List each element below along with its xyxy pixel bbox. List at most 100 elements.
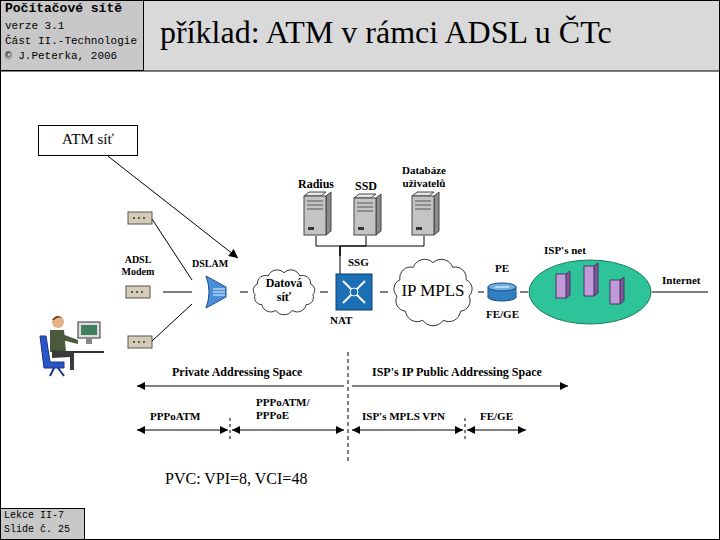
user-at-pc [62,334,78,344]
router-icon [336,256,372,310]
node-label: ATM síť [62,131,114,148]
address-space-arrows [137,386,344,387]
course-header-box [1,1,144,71]
network-link [108,156,238,258]
node-label: PE [495,262,509,275]
address-space-arrows [467,430,526,431]
node-label: Slide č. 25 [4,524,70,536]
modem-icon [128,336,152,348]
network-link [240,292,248,293]
modem-icon [138,341,140,343]
address-space-arrows [465,418,466,442]
address-space-arrows [137,352,568,462]
protocol-label: FE/GE [480,410,513,423]
server-icon: Radius [292,178,340,236]
address-space-arrows [348,352,349,462]
user-at-pc [50,368,54,376]
callout-box: ATM síť [38,125,138,156]
address-space-label: Private Addressing Space [172,366,302,380]
network-link [380,292,388,293]
node-label: SSD [355,180,377,194]
node-label: Počítačové sítě [5,2,122,17]
user-at-pc [78,322,100,338]
modem-icon: ADSL Modem [113,254,163,304]
network-link [478,292,484,293]
network-label: Internet [662,274,701,287]
node-label: ISP's net [544,244,586,257]
slide-number-box [1,509,85,540]
node-label: verze 3.1 [5,20,64,33]
node-label: Část II.-Technologie [5,35,137,48]
address-space-arrows [230,418,231,442]
modem-icon [126,286,150,298]
note-text: PVC: VPI=8, VCI=48 [165,470,307,488]
server-icon [354,194,381,235]
node-label: ADSL Modem [117,254,159,277]
node-label: NAT [330,314,352,327]
network-cloud [394,259,472,325]
dslam-icon [206,276,226,308]
network-link [340,236,424,256]
isp-network-ellipse [529,260,651,324]
protocol-label: PPPoATM [150,410,201,423]
node-label: IP MPLS [401,281,464,301]
modem-icon [143,341,145,343]
network-cloud: Datová síť [248,266,320,318]
network-link [520,292,528,293]
isp-network-ellipse-shape [528,244,652,326]
address-space-label: ISP's IP Public Addressing Space [372,366,542,380]
node-label: © J.Peterka, 2006 [5,50,117,63]
modem-icon [128,336,152,348]
callout-box [39,126,138,156]
modem-icon [138,217,140,219]
node-label: SSG [348,256,369,269]
user-at-pc [40,316,104,376]
node-label: Radius [298,178,334,192]
course-header-box: Počítačové sítě verze 3.1Část II.-Technol… [0,0,144,71]
network-link [316,236,340,256]
server-icon: Databáze uživatelů [389,164,459,236]
address-space-arrows [352,386,568,387]
node-label: Datová síť [261,277,307,305]
network-cloud [253,270,314,315]
server-icon: SSD [348,180,384,236]
user-at-pc [50,330,66,352]
user-at-pc [52,316,64,328]
address-space-arrows [352,430,463,431]
modem-icon [133,217,135,219]
server-icon [412,192,439,235]
network-cloud: IP MPLS [388,254,478,330]
modem-icon [128,212,152,224]
router-icon [488,283,516,301]
slide-number-box: Lekce II-7Slide č. 25 [0,508,85,540]
server-icon [304,192,331,235]
network-link [163,292,192,293]
modem-icon [133,341,135,343]
router-icon: PE [484,262,520,306]
modem-icon [143,217,145,219]
user-at-pc [81,325,97,335]
modem-icon [128,212,152,224]
user-at-pc [52,350,74,370]
slide-title: příklad: ATM v rámci ADSL u ČTc [160,14,612,51]
address-space-arrows [137,430,228,431]
user-at-pc [58,368,64,376]
address-space-arrows [232,430,344,431]
node-label: Databáze uživatelů [393,164,455,189]
protocol-label: PPPoATM/ PPPoE [256,396,318,421]
subscriber-line [152,304,192,341]
node-label: DSLAM [192,258,228,270]
internet-link [652,292,708,293]
isp-network-ellipse: ISP's net [528,244,652,326]
router-icon: SSG NAT [328,256,380,332]
protocol-label: ISP's MPLS VPN [362,410,445,423]
user-at-pc [86,338,92,344]
network-link [320,292,328,293]
subscriber-line [152,219,192,341]
interface-label: FE/GE [486,308,519,321]
node-label: Lekce II-7 [4,510,64,522]
header-band [0,0,720,71]
subscriber-line [152,219,192,280]
